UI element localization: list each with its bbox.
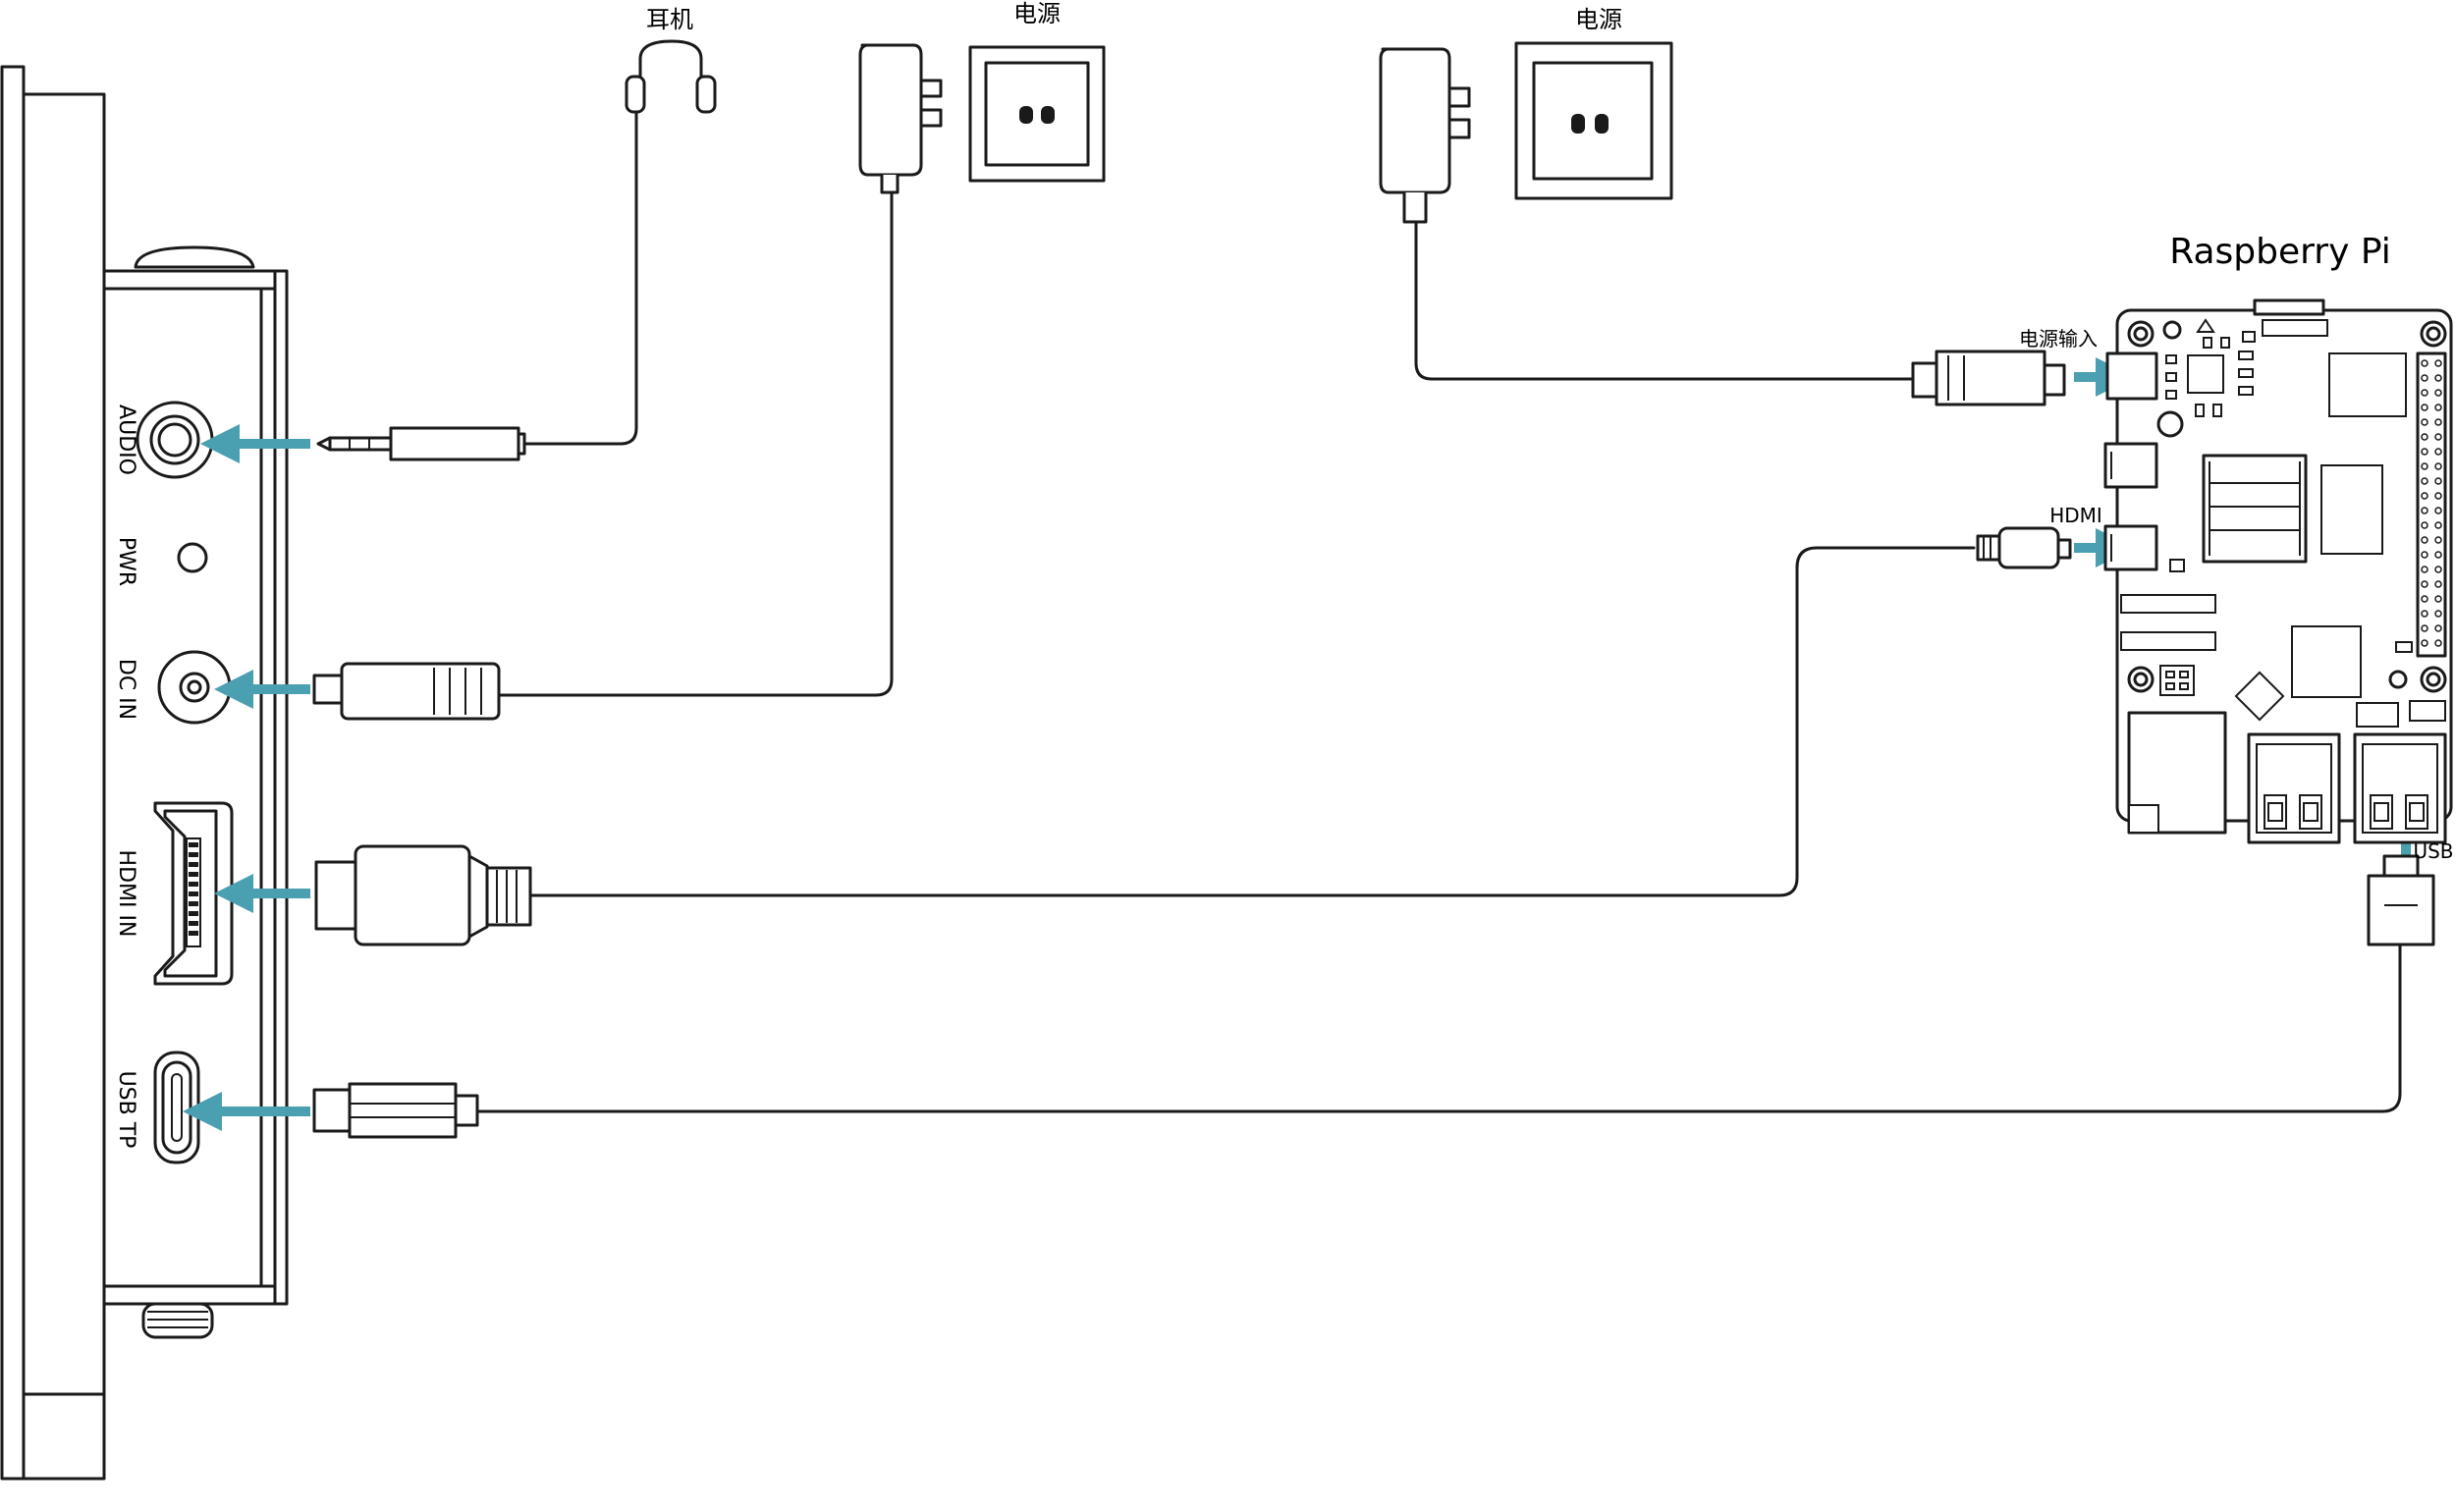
power-adapter-2 (1379, 47, 1471, 224)
pi-power-plug (1911, 350, 2066, 406)
power-indicator-led (177, 542, 208, 573)
monitor-side-panel (0, 65, 289, 1481)
pi-soc (2202, 454, 2308, 564)
port-label-hdmi-in: HDMI IN (114, 850, 138, 938)
usb-type-c-port[interactable] (153, 1051, 200, 1164)
audio-plug (316, 426, 526, 461)
pi-usb-label: USB (2413, 839, 2453, 863)
hdmi-cable (528, 546, 1976, 897)
port-label-audio: AUDIO (114, 405, 138, 475)
dc-power-cable (497, 190, 894, 697)
gpio-header (2416, 351, 2447, 658)
port-label-dc-in: DC IN (114, 659, 138, 720)
connection-arrows (183, 357, 2426, 1131)
headphone-cable (518, 110, 638, 446)
port-label-pwr: PWR (114, 537, 138, 586)
pi-power-cable (1414, 220, 1915, 381)
usb-cable (475, 941, 2402, 1113)
pi-hdmi-port-0 (2103, 442, 2158, 489)
pi-power-input-label: 电源输入 (2019, 327, 2098, 351)
wall-socket-1 (968, 45, 1106, 183)
pi-hdmi-plug (1976, 526, 2072, 569)
audio-jack-port[interactable] (136, 401, 214, 479)
raspberry-pi-board (2103, 298, 2453, 844)
dc-in-port[interactable] (157, 650, 232, 725)
dc-power-plug (312, 662, 501, 721)
headphone-label: 耳机 (646, 6, 693, 33)
power-adapter-1 (858, 43, 943, 194)
top-knob (134, 245, 255, 269)
power-label-2: 电源 (1575, 6, 1622, 33)
pi-hdmi-port-1 (2103, 524, 2158, 571)
power-label-1: 电源 (1013, 0, 1061, 27)
hdmi-plug (314, 844, 532, 946)
port-label-usb-tp: USB TP (114, 1071, 138, 1149)
pi-hdmi-label: HDMI (2049, 504, 2102, 527)
hdmi-in-port[interactable] (153, 801, 234, 986)
pi-usb-port-1 (2247, 732, 2341, 844)
headphone-icon (625, 39, 717, 114)
pi-power-port (2105, 351, 2158, 401)
pi-usb-port-2 (2353, 732, 2447, 844)
usb-tp-plug (312, 1082, 479, 1139)
wall-socket-2 (1514, 41, 1673, 200)
bottom-knob (141, 1302, 214, 1339)
pi-usb-a-plug (2367, 854, 2435, 946)
raspberry-pi-title: Raspberry Pi (2169, 232, 2391, 272)
